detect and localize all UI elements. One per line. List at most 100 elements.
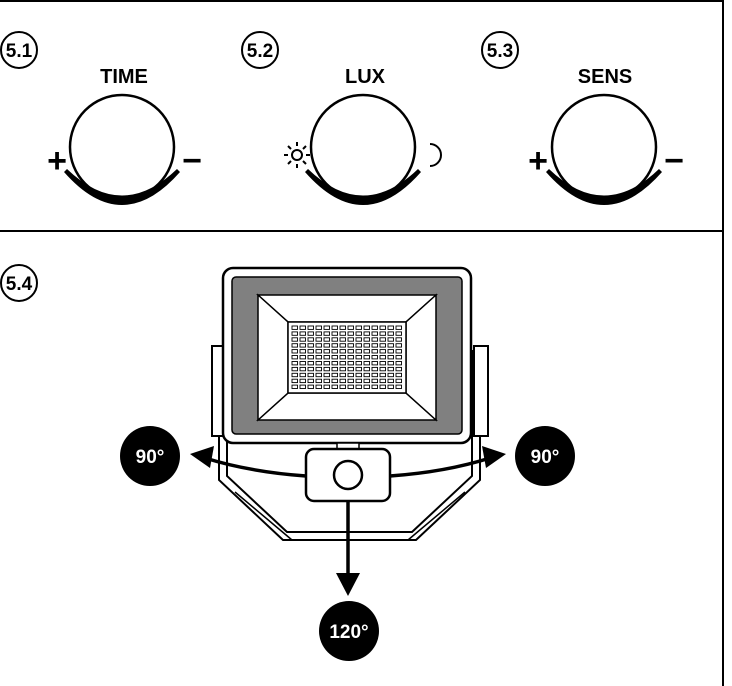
knob-time-panel: 5.1 TIME + −	[0, 31, 202, 205]
led-cell	[331, 366, 338, 372]
led-cell	[363, 349, 370, 354]
led-cell	[379, 372, 386, 378]
led-cell	[355, 331, 362, 336]
led-cell	[363, 384, 370, 389]
lux-label: LUX	[345, 66, 386, 88]
led-cell	[331, 343, 338, 348]
led-cell	[371, 337, 378, 342]
led-cell	[307, 349, 314, 354]
led-cell	[363, 372, 370, 378]
led-cell	[379, 343, 386, 348]
led-cell	[355, 361, 362, 366]
lux-knob[interactable]	[309, 93, 417, 201]
led-cell	[379, 331, 386, 336]
led-cell	[291, 349, 298, 354]
led-cell	[379, 355, 386, 360]
led-cell	[339, 361, 346, 366]
led-cell	[291, 366, 298, 372]
led-cell	[371, 325, 378, 330]
led-cell	[371, 372, 378, 378]
led-cell	[339, 343, 346, 348]
led-cell	[315, 384, 322, 389]
led-cell	[347, 366, 354, 372]
led-cell	[323, 378, 330, 384]
led-cell	[363, 325, 370, 330]
led-cell	[339, 384, 346, 389]
led-cell	[323, 361, 330, 366]
led-cell	[339, 337, 346, 342]
led-cell	[347, 372, 354, 378]
led-cell	[299, 349, 306, 354]
led-cell	[395, 372, 402, 378]
led-cell	[315, 331, 322, 336]
angle-down-text: 120°	[329, 622, 368, 643]
led-cell	[379, 325, 386, 330]
led-cell	[315, 343, 322, 348]
lux-scale-arc	[305, 169, 421, 205]
led-cell	[355, 337, 362, 342]
led-cell	[331, 337, 338, 342]
led-cell	[363, 366, 370, 372]
led-cell	[363, 337, 370, 342]
led-cell	[355, 372, 362, 378]
badge-5-3-text: 5.3	[487, 41, 513, 62]
sun-icon	[284, 142, 310, 168]
time-label: TIME	[100, 66, 148, 88]
led-cell	[363, 355, 370, 360]
led-cell	[371, 355, 378, 360]
led-cell	[387, 372, 394, 378]
led-cell	[331, 331, 338, 336]
sens-knob[interactable]	[550, 93, 658, 201]
led-cell	[355, 325, 362, 330]
led-cell	[379, 378, 386, 384]
led-cell	[323, 331, 330, 336]
rotation-arrows	[204, 456, 491, 578]
arrow-down-head	[336, 573, 360, 596]
led-cell	[339, 355, 346, 360]
badge-5-2: 5.2	[241, 31, 279, 69]
led-grid	[291, 325, 402, 389]
led-cell	[307, 337, 314, 342]
led-cell	[315, 372, 322, 378]
led-cell	[379, 349, 386, 354]
led-cell	[299, 325, 306, 330]
sens-scale-arc	[546, 169, 662, 205]
led-cell	[331, 361, 338, 366]
led-cell	[387, 355, 394, 360]
led-cell	[347, 378, 354, 384]
led-cell	[323, 325, 330, 330]
led-cell	[355, 384, 362, 389]
led-cell	[395, 349, 402, 354]
led-cell	[355, 343, 362, 348]
led-cell	[299, 372, 306, 378]
led-cell	[347, 343, 354, 348]
led-cell	[299, 361, 306, 366]
led-cell	[307, 372, 314, 378]
led-cell	[323, 355, 330, 360]
led-cell	[387, 325, 394, 330]
led-cell	[291, 343, 298, 348]
led-cell	[323, 343, 330, 348]
time-knob[interactable]	[68, 93, 176, 201]
badge-5-4-text: 5.4	[6, 274, 33, 295]
led-cell	[323, 366, 330, 372]
led-cell	[347, 325, 354, 330]
led-cell	[331, 384, 338, 389]
led-cell	[315, 337, 322, 342]
led-cell	[395, 337, 402, 342]
led-cell	[363, 343, 370, 348]
led-cell	[371, 349, 378, 354]
led-cell	[347, 384, 354, 389]
led-cell	[395, 343, 402, 348]
led-cell	[331, 372, 338, 378]
sens-minus-sign: −	[664, 142, 684, 180]
led-cell	[339, 325, 346, 330]
angle-badge-right: 90°	[515, 426, 575, 486]
led-cell	[299, 378, 306, 384]
led-cell	[339, 372, 346, 378]
badge-5-1: 5.1	[0, 31, 38, 69]
led-cell	[395, 331, 402, 336]
led-cell	[315, 355, 322, 360]
led-cell	[315, 361, 322, 366]
